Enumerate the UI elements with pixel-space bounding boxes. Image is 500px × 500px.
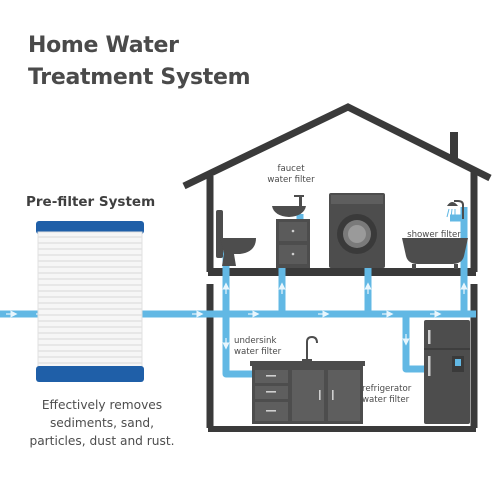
floor-slab xyxy=(208,268,476,276)
shower-head-icon xyxy=(446,200,464,219)
refrigerator-filter-label: refrigerator water filter xyxy=(362,384,434,406)
toilet-icon xyxy=(216,210,256,266)
refrigerator-pipe xyxy=(402,314,424,373)
refrigerator-label-line-1: refrigerator xyxy=(362,384,412,394)
house-roof xyxy=(182,103,492,190)
kitchen-faucet-icon xyxy=(302,335,318,362)
cartridge-pleated-body xyxy=(37,231,143,369)
lower-floor-walls xyxy=(206,284,478,428)
ground-slab xyxy=(208,426,476,432)
prefilter-heading: Pre-filter System xyxy=(26,194,156,210)
house-outline xyxy=(182,103,492,428)
undersink-filter-label: undersink water filter xyxy=(234,336,296,358)
undersink-pipe xyxy=(222,314,254,378)
faucet-label-line-2: water filter xyxy=(267,175,315,185)
upper-floor-walls xyxy=(206,168,478,272)
refrigerator-icon xyxy=(424,320,470,424)
page-title: Home Water Treatment System xyxy=(28,30,328,94)
description-line-2: sediments, sand, xyxy=(49,416,155,430)
description-line-1: Effectively removes xyxy=(41,398,163,412)
cabinet-icon xyxy=(276,219,310,268)
faucet-label-line-1: faucet xyxy=(277,164,305,174)
refrigerator-label-line-2: water filter xyxy=(362,395,410,405)
title-line-2: Treatment System xyxy=(28,65,251,90)
kitchen-counter-icon xyxy=(250,361,365,424)
undersink-label-line-1: undersink xyxy=(234,336,277,346)
filter-cartridge-icon xyxy=(36,221,144,382)
bathtub-icon xyxy=(402,238,468,269)
prefilter-description: Effectively removes sediments, sand, par… xyxy=(18,396,186,450)
undersink-label-line-2: water filter xyxy=(234,347,282,357)
cartridge-top-cap xyxy=(36,221,144,234)
cartridge-bottom-cap xyxy=(36,366,144,382)
description-line-3: particles, dust and rust. xyxy=(29,434,175,448)
faucet-filter-label: faucet water filter xyxy=(252,164,330,186)
title-line-1: Home Water xyxy=(28,33,179,58)
washing-machine-icon xyxy=(329,193,385,268)
sink-icon xyxy=(272,195,306,217)
shower-filter-label: shower filter xyxy=(407,230,461,240)
